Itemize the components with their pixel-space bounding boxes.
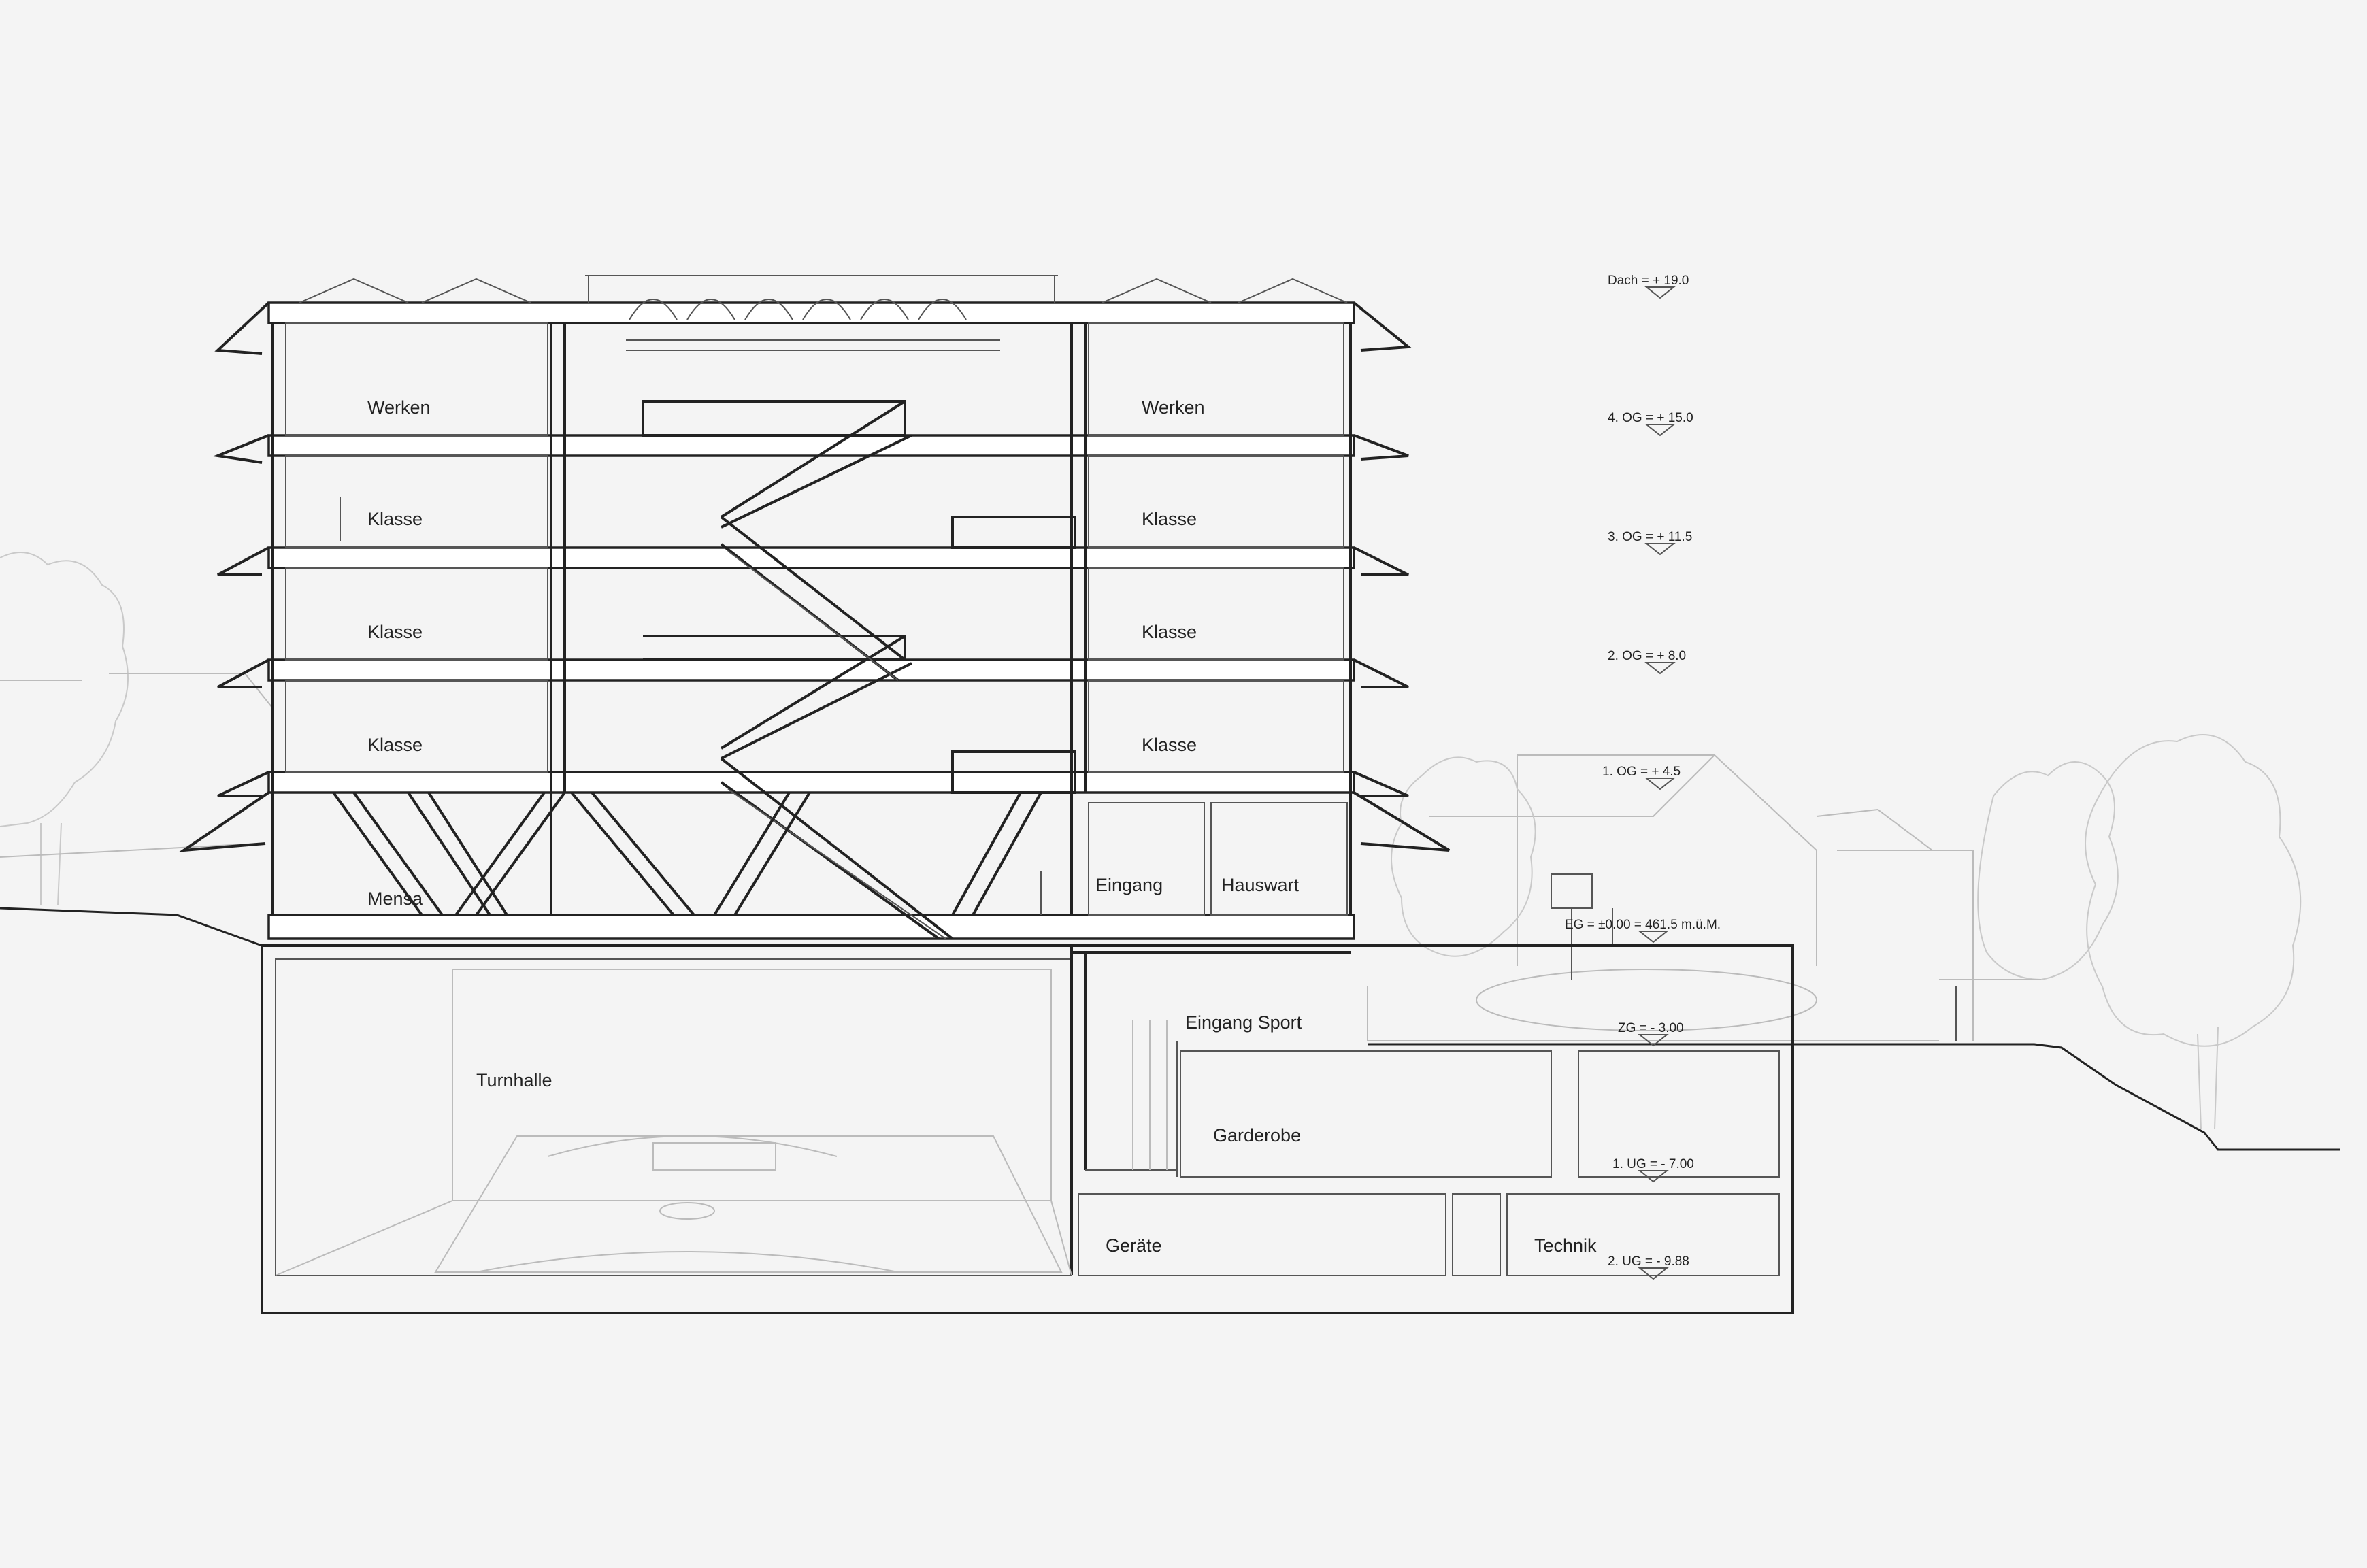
level-3og: 3. OG = + 11.5 bbox=[1608, 530, 1692, 544]
facade-fins bbox=[178, 301, 1451, 852]
substructure bbox=[261, 944, 1794, 1314]
room-eingang: Eingang bbox=[1095, 875, 1163, 895]
level-4og: 4. OG = + 15.0 bbox=[1608, 411, 1693, 425]
room-klasse-1og-left: Klasse bbox=[367, 735, 423, 755]
room-klasse-3og-right: Klasse bbox=[1142, 509, 1197, 529]
level-2og: 2. OG = + 8.0 bbox=[1608, 649, 1686, 663]
level-1ug: 1. UG = - 7.00 bbox=[1612, 1157, 1694, 1171]
terrain-right bbox=[1368, 1043, 2340, 1151]
room-klasse-3og-left: Klasse bbox=[367, 509, 423, 529]
level-markers: Dach = + 19.0 4. OG = + 15.0 3. OG = + 1… bbox=[1565, 273, 1721, 1280]
room-klasse-2og-left: Klasse bbox=[367, 622, 423, 642]
level-dach: Dach = + 19.0 bbox=[1608, 273, 1689, 288]
room-geraete: Geräte bbox=[1106, 1235, 1162, 1256]
context-right bbox=[1367, 734, 2302, 1130]
level-zg: ZG = - 3.00 bbox=[1618, 1021, 1684, 1035]
level-2ug: 2. UG = - 9.88 bbox=[1608, 1254, 1689, 1269]
level-1og: 1. OG = + 4.5 bbox=[1602, 765, 1681, 779]
room-hauswart: Hauswart bbox=[1221, 875, 1300, 895]
room-klasse-1og-right: Klasse bbox=[1142, 735, 1197, 755]
mensa-bracing bbox=[332, 791, 1042, 916]
terrain-left bbox=[0, 907, 263, 947]
room-garderobe: Garderobe bbox=[1213, 1125, 1301, 1146]
skylights bbox=[626, 299, 1000, 351]
room-werken-right: Werken bbox=[1142, 397, 1205, 418]
room-turnhalle: Turnhalle bbox=[476, 1070, 552, 1090]
context-left bbox=[0, 552, 273, 905]
superstructure bbox=[178, 275, 1957, 1041]
room-technik: Technik bbox=[1534, 1235, 1597, 1256]
staircase bbox=[642, 400, 1076, 940]
room-labels: Werken Werken Klasse Klasse Klasse Klass… bbox=[367, 397, 1597, 1256]
room-werken-left: Werken bbox=[367, 397, 431, 418]
room-klasse-2og-right: Klasse bbox=[1142, 622, 1197, 642]
room-eingang-sport: Eingang Sport bbox=[1185, 1012, 1302, 1033]
level-eg: EG = ±0.00 = 461.5 m.ü.M. bbox=[1565, 918, 1721, 932]
room-mensa: Mensa bbox=[367, 888, 423, 909]
